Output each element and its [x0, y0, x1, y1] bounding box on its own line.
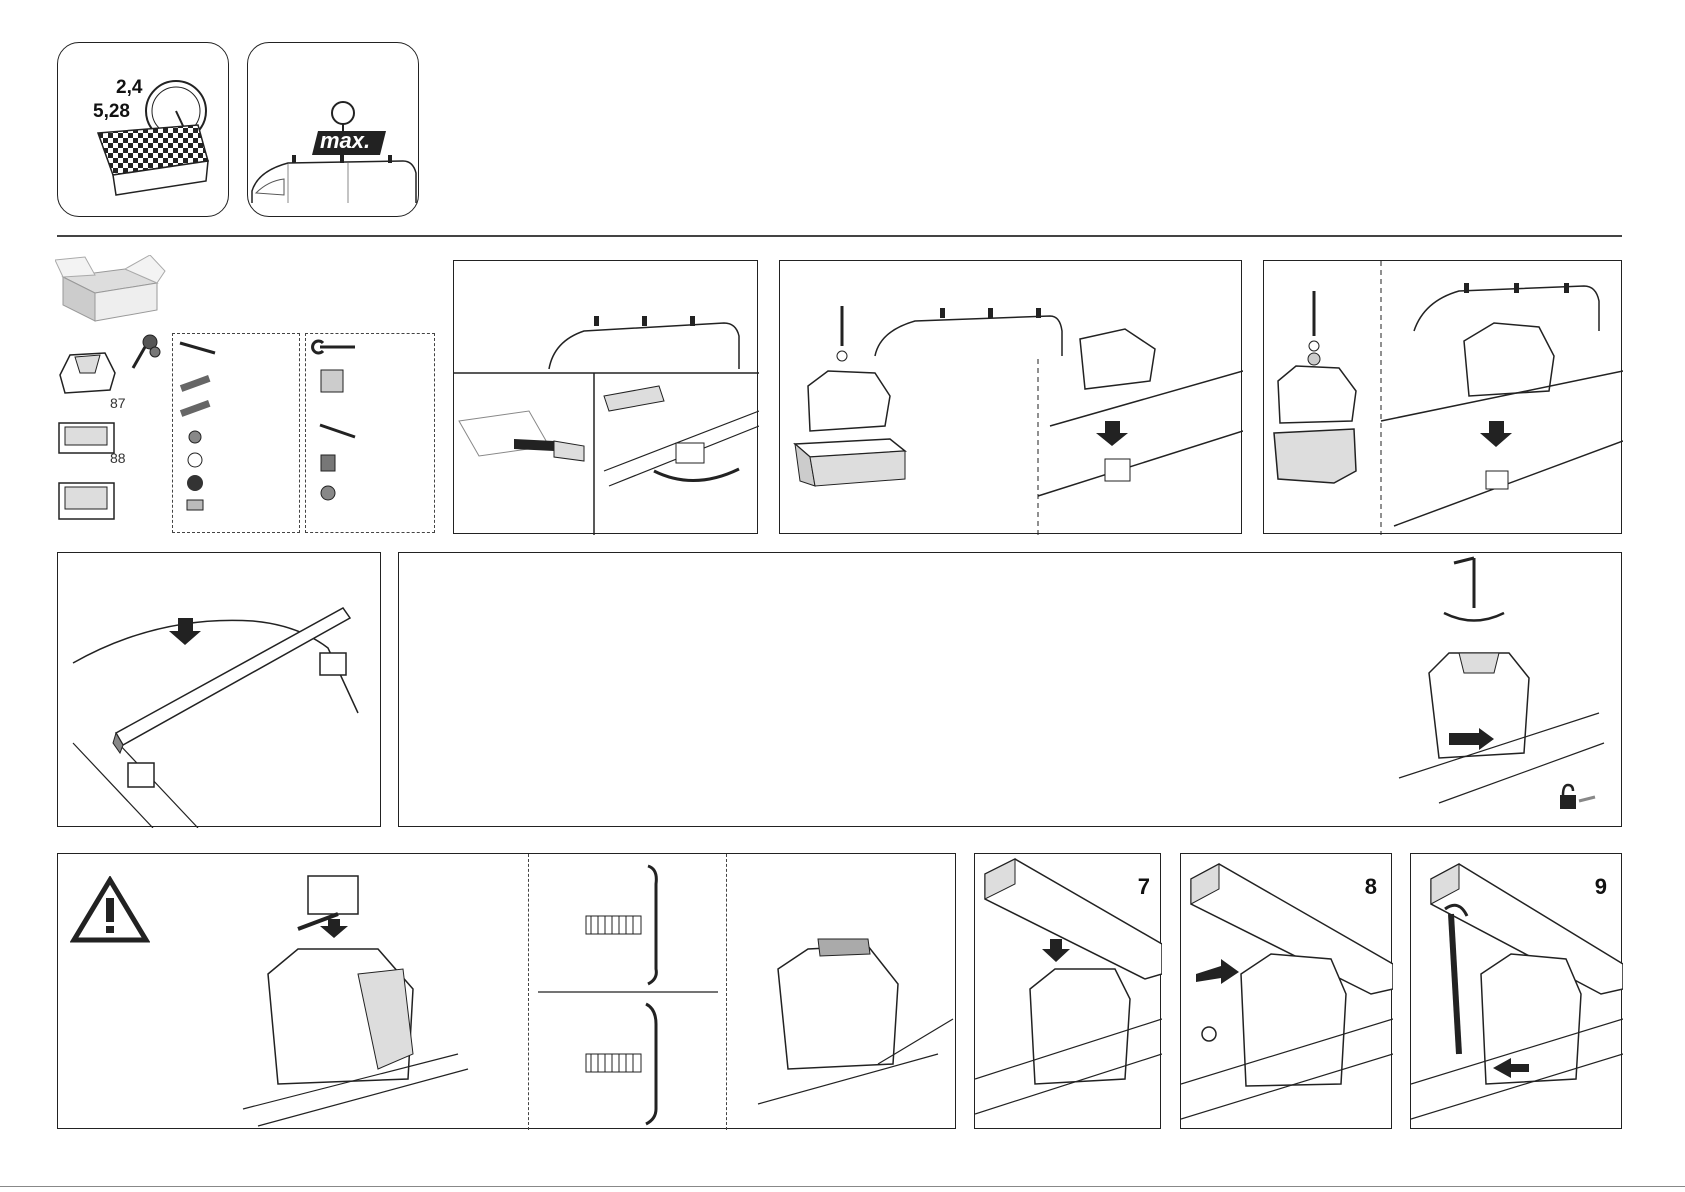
place-bar-diagram: [58, 553, 382, 828]
padlock-icon: [1557, 783, 1597, 813]
max-label: max.: [320, 128, 370, 154]
foot-assembly-diagram: [780, 261, 1243, 535]
step-panel-van-clip: [453, 260, 758, 534]
section-divider: [57, 235, 1622, 237]
max-load-panel: max.: [247, 42, 419, 217]
step-8-diagram: [1181, 854, 1393, 1130]
scale-weight-icon: [58, 43, 230, 218]
page-bottom-rule: [0, 1186, 1685, 1187]
warning-diagrams: [58, 854, 957, 1130]
step-panel-warning: [57, 853, 956, 1129]
step-panel-foot-assembly: [779, 260, 1242, 534]
hardware-icons: [55, 255, 440, 535]
weight-panel: 2,4 5,28: [57, 42, 229, 217]
step-panel-8: 8: [1180, 853, 1392, 1129]
step-panel-9: 9: [1410, 853, 1622, 1129]
step-panel-foot-assembly-alt: [1263, 260, 1622, 534]
step-7-diagram: [975, 854, 1162, 1130]
step-panel-place-bar: [57, 552, 381, 827]
tighten-foot-diagram: [399, 553, 1623, 828]
foot-assembly-alt-diagram: [1264, 261, 1623, 535]
step-panel-7: 7: [974, 853, 1161, 1129]
parts-area: 87 88: [55, 255, 440, 535]
van-roof-diagram: [454, 261, 759, 535]
step-panel-tighten: [398, 552, 1622, 827]
step-9-diagram: [1411, 854, 1623, 1130]
